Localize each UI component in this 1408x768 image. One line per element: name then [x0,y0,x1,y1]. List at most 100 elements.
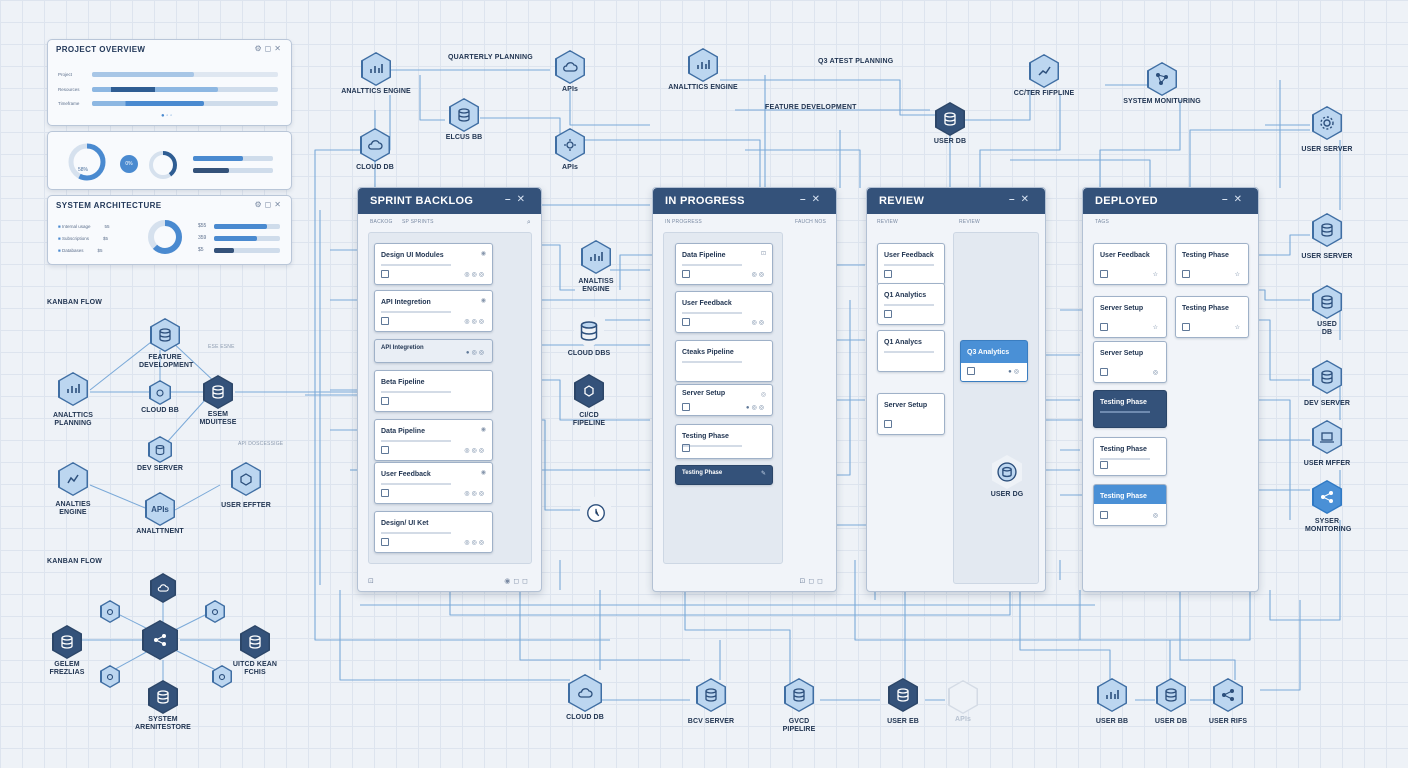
node-system-monitoring[interactable]: SYSTEM MONITURING [1122,62,1202,106]
task-card[interactable]: Design/ UI Ket◎◎◎ [374,511,493,553]
node-user-rifs[interactable]: USER RIFS [1188,678,1268,726]
card-actions-icon[interactable]: ◎◎◎ [464,491,486,497]
task-card[interactable]: Testing Phase◎ [1093,484,1167,526]
task-card[interactable]: Testing Phase [675,424,773,459]
task-card[interactable]: API Integretion◉◎◎◎ [374,290,493,332]
card-menu-icon[interactable]: ⊡ [760,251,766,257]
task-card[interactable]: User Feedback◉◎◎◎ [374,462,493,504]
node-system-monitoring-2[interactable]: SYSER MONITORING [1287,480,1367,534]
card-actions-icon[interactable]: ●◎◎ [465,350,486,356]
task-card[interactable]: Testing Phase☆ [1175,296,1249,338]
node-user-eb[interactable]: USER EB [863,678,943,726]
node-hub-small-1[interactable] [70,600,150,623]
node-analytics-engine-mid[interactable]: ANALTISS ENGINE [556,240,636,294]
node-user-dg[interactable]: USER DG [967,455,1047,499]
node-hub-small-4[interactable] [182,665,262,688]
node-user-bb[interactable]: USER BB [1072,678,1152,726]
node-analytics-engine[interactable]: ANALTTICS ENGINE [336,52,416,96]
node-cc-pipeline[interactable]: CC/TER FIFPLINE [1004,54,1084,98]
card-actions-icon[interactable]: ◎◎◎ [464,448,486,454]
card-menu-icon[interactable]: ◎ [760,392,766,398]
node-hub-small-2[interactable] [175,600,255,623]
node-system-architestore[interactable]: SYSTEM ARENITESTORE [123,680,203,732]
window-controls-icon[interactable]: ⚙◻✕ [254,200,284,209]
column-window-controls-icon[interactable]: –✕ [1009,194,1035,205]
task-card[interactable]: Data Fipeline⊡◎◎ [675,243,773,285]
node-cloud-db[interactable]: CLOUD DB [335,128,415,172]
card-menu-icon[interactable]: ◉ [480,470,486,476]
card-actions-icon[interactable]: ☆ [1234,325,1242,331]
node-user-server[interactable]: USER SERVER [1287,106,1367,154]
card-actions-icon[interactable]: ☆ [1152,272,1160,278]
task-card[interactable]: Server Setup◎●◎◎ [675,384,773,416]
task-card[interactable]: Data Pipeline◉◎◎◎ [374,419,493,461]
card-actions-icon[interactable]: ●◎ [1008,369,1021,375]
task-card[interactable]: Testing Phase [1093,390,1167,428]
node-bcv-server[interactable]: BCV SERVER [671,678,751,726]
task-card[interactable]: Q1 Analycs [877,330,945,372]
node-hub-top[interactable] [123,573,203,603]
node-gelem-frezlias[interactable]: GELEM FREZLIAS [27,625,107,677]
task-card[interactable]: Testing Phase✎ [675,465,773,485]
node-apis-analtment[interactable]: APIs ANALTTNENT [120,492,200,536]
task-card[interactable]: API Integretion●◎◎ [374,339,493,363]
card-menu-icon[interactable]: ✎ [760,471,766,477]
node-apis-ghost[interactable]: APIs [923,680,1003,724]
column-window-controls-icon[interactable]: –✕ [1222,194,1248,205]
node-analties-engine[interactable]: ANALTIES ENGINE [33,462,113,517]
card-actions-icon[interactable]: ◎◎◎ [464,272,486,278]
node-analytics-engine-2[interactable]: ANALTTICS ENGINE [663,48,743,92]
card-actions-icon[interactable]: ☆ [1234,272,1242,278]
node-user-server-2[interactable]: USER SERVER [1287,213,1367,261]
card-actions-icon[interactable]: ◎◎◎ [464,319,486,325]
task-card[interactable]: User Feedback◎◎ [675,291,773,333]
node-cicd-pipeline[interactable]: CI/CD FIPELINE [549,374,629,428]
card-actions-icon[interactable]: ☆ [1152,325,1160,331]
node-user-db-bottom[interactable]: USER DB [1131,678,1211,726]
card-actions-icon[interactable]: ◎◎◎ [464,540,486,546]
card-actions-icon[interactable]: ◎ [1152,513,1160,519]
task-card[interactable]: Q3 Analytics●◎ [960,340,1028,382]
column-window-controls-icon[interactable]: –✕ [800,194,826,205]
node-user-effter[interactable]: USER EFFTER [206,462,286,510]
node-small-clock[interactable] [556,496,636,530]
task-card[interactable]: Q1 Analytics [877,283,945,325]
node-apis[interactable]: APIs [530,50,610,94]
card-actions-icon[interactable]: ◎ [1152,370,1160,376]
column-window-controls-icon[interactable]: –✕ [505,194,531,205]
task-card[interactable]: Server Setup◎ [1093,341,1167,383]
node-elcus-db[interactable]: ELCUS BB [424,98,504,142]
node-utcd-kean[interactable]: UITCD KEAN FCHIS [215,625,295,677]
task-card[interactable]: Design UI Modules◉◎◎◎ [374,243,493,285]
task-card[interactable]: Server Setup☆ [1093,296,1167,338]
pagination-dots[interactable]: ● ◦ ◦ [161,113,173,119]
task-card[interactable]: Server Setup [877,393,945,435]
node-feature-development[interactable]: FEATURE DEVELOPMENT [125,318,205,370]
node-gvcd-pipeline[interactable]: GVCD PIPELIRE [759,678,839,734]
window-controls-icon[interactable]: ⚙◻✕ [254,44,284,53]
card-menu-icon[interactable]: ◉ [480,298,486,304]
search-icon[interactable]: ⌕ [526,219,531,226]
node-used-db[interactable]: USED DB [1287,285,1367,337]
node-esem-mduitese[interactable]: ESEM MDUITESE [178,375,258,427]
node-dev-server[interactable]: DEV SERVER [1287,360,1367,408]
node-cloud-dbs[interactable]: CLOUD DBS [549,314,629,358]
node-cloud-bb[interactable]: CLOUD BB [120,380,200,415]
node-cloud-db-bottom[interactable]: CLOUD DB [545,674,625,722]
task-card[interactable]: Beta Fipeline [374,370,493,412]
task-card[interactable]: Testing Phase☆ [1175,243,1249,285]
node-dev-server-left[interactable]: DEV SERVER [120,436,200,473]
card-actions-icon[interactable]: ◎◎ [751,272,766,278]
card-menu-icon[interactable]: ◉ [480,427,486,433]
task-card[interactable]: User Feedback [877,243,945,285]
node-hub-center[interactable] [120,620,200,660]
task-card[interactable]: Testing Phase [1093,437,1167,476]
card-actions-icon[interactable]: ●◎◎ [745,405,766,411]
node-user-db[interactable]: USER DB [910,102,990,146]
card-menu-icon[interactable]: ◉ [480,251,486,257]
node-user-mffer[interactable]: USER MFFER [1287,420,1367,468]
node-apis-mid[interactable]: APIs [530,128,610,172]
node-hub-small-3[interactable] [70,665,150,688]
card-actions-icon[interactable]: ◎◎ [751,320,766,326]
task-card[interactable]: Cteaks Pipeline [675,340,773,382]
